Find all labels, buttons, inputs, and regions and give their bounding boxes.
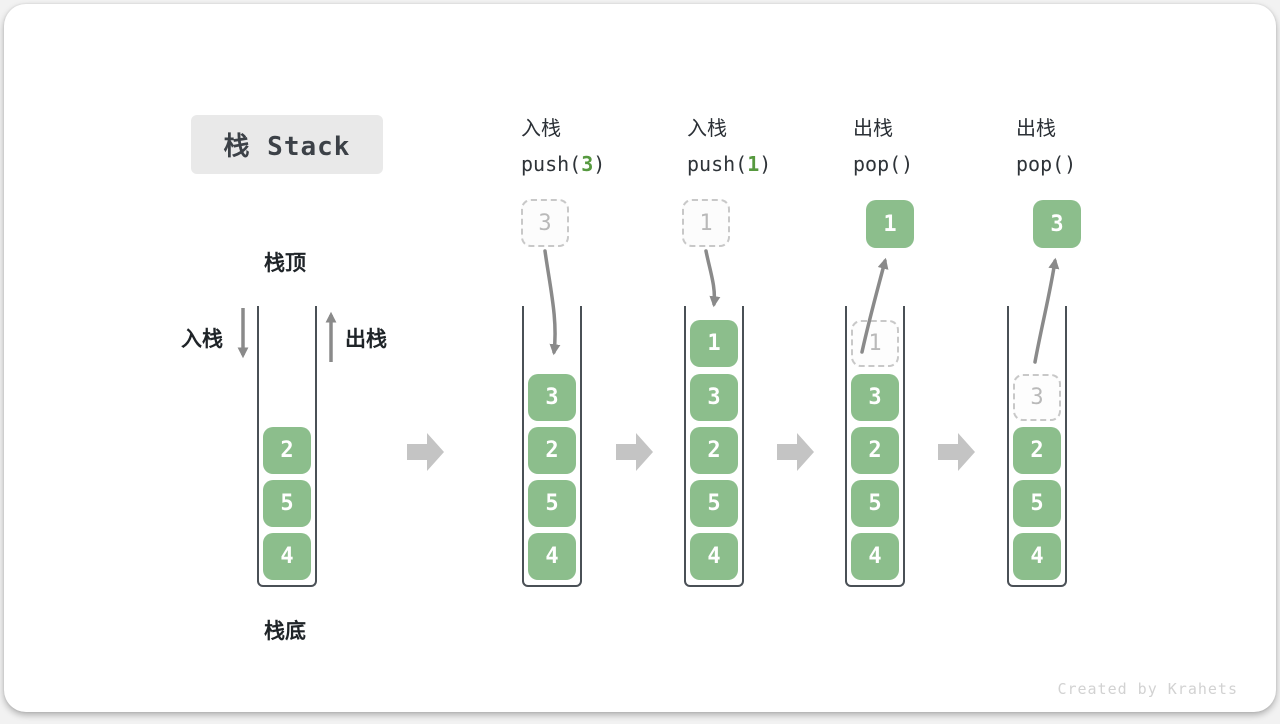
flow-arrow-icon — [407, 433, 444, 471]
op-code: pop() — [1016, 152, 1186, 176]
stack-top-label: 栈顶 — [264, 252, 306, 275]
op-code: pop() — [853, 152, 1023, 176]
op-header-pop-2: 出栈 pop() — [1016, 112, 1186, 176]
code-pre: pop( — [1016, 152, 1065, 176]
popped-element-box: 1 — [866, 200, 914, 248]
stack-cell: 5 — [528, 480, 576, 527]
stack-container-after-pop-2: 3 2 5 4 — [1007, 306, 1067, 587]
code-pre: pop( — [853, 152, 902, 176]
flow-arrow-icon — [938, 433, 975, 471]
stack-cell: 3 — [690, 374, 738, 421]
op-label: 出栈 — [1016, 118, 1056, 140]
code-post: ) — [1064, 152, 1077, 176]
code-post: ) — [759, 152, 772, 176]
op-code: push(1) — [687, 152, 857, 176]
popped-element-box: 3 — [1033, 200, 1081, 248]
push-motion-arrow-icon — [704, 249, 721, 308]
code-post: ) — [901, 152, 914, 176]
page-title-text: 栈 Stack — [223, 132, 351, 162]
code-post: ) — [593, 152, 606, 176]
op-label: 出栈 — [853, 118, 893, 140]
page-title: 栈 Stack — [191, 115, 383, 174]
stack-cell: 2 — [690, 427, 738, 474]
stack-cell: 3 — [528, 374, 576, 421]
op-header-push-3: 入栈 push(3) — [521, 112, 691, 176]
watermark: Created by Krahets — [1057, 680, 1238, 698]
stack-cell: 5 — [263, 480, 311, 527]
stack-cell: 4 — [690, 533, 738, 580]
stack-cell: 4 — [528, 533, 576, 580]
pop-side-label: 出栈 — [345, 328, 387, 351]
code-arg: 3 — [581, 152, 594, 176]
stack-cell: 2 — [851, 427, 899, 474]
stack-container-after-pop-1: 1 3 2 5 4 — [845, 306, 905, 587]
incoming-element-box: 3 — [521, 199, 569, 247]
flow-arrow-icon — [777, 433, 814, 471]
stack-cell: 1 — [690, 320, 738, 367]
stack-container-after-push-1: 1 3 2 5 4 — [684, 306, 744, 587]
code-arg: 1 — [747, 152, 760, 176]
stack-cell: 5 — [690, 480, 738, 527]
op-label: 入栈 — [687, 118, 727, 140]
code-pre: push( — [687, 152, 748, 176]
op-label: 入栈 — [521, 118, 561, 140]
stack-cell: 2 — [263, 427, 311, 474]
stack-cell-removed: 3 — [1013, 374, 1061, 421]
stack-cell-removed: 1 — [851, 320, 899, 367]
stack-container-initial: 2 5 4 — [257, 306, 317, 587]
op-code: push(3) — [521, 152, 691, 176]
stack-cell: 4 — [263, 533, 311, 580]
stack-container-after-push-3: 3 2 5 4 — [522, 306, 582, 587]
op-header-push-1: 入栈 push(1) — [687, 112, 857, 176]
stack-cell: 4 — [1013, 533, 1061, 580]
incoming-element-box: 1 — [682, 199, 730, 247]
stack-cell: 5 — [851, 480, 899, 527]
stack-cell: 2 — [1013, 427, 1061, 474]
stack-cell: 4 — [851, 533, 899, 580]
stack-bottom-label: 栈底 — [264, 620, 306, 643]
code-pre: push( — [521, 152, 582, 176]
op-header-pop-1: 出栈 pop() — [853, 112, 1023, 176]
stack-cell: 2 — [528, 427, 576, 474]
stack-cell: 5 — [1013, 480, 1061, 527]
flow-arrow-icon — [616, 433, 653, 471]
stack-cell: 3 — [851, 374, 899, 421]
push-side-label: 入栈 — [181, 328, 223, 351]
diagram-card: 栈 Stack 栈顶 栈底 入栈 出栈 入栈 push(3) 入栈 push(1… — [4, 4, 1276, 712]
